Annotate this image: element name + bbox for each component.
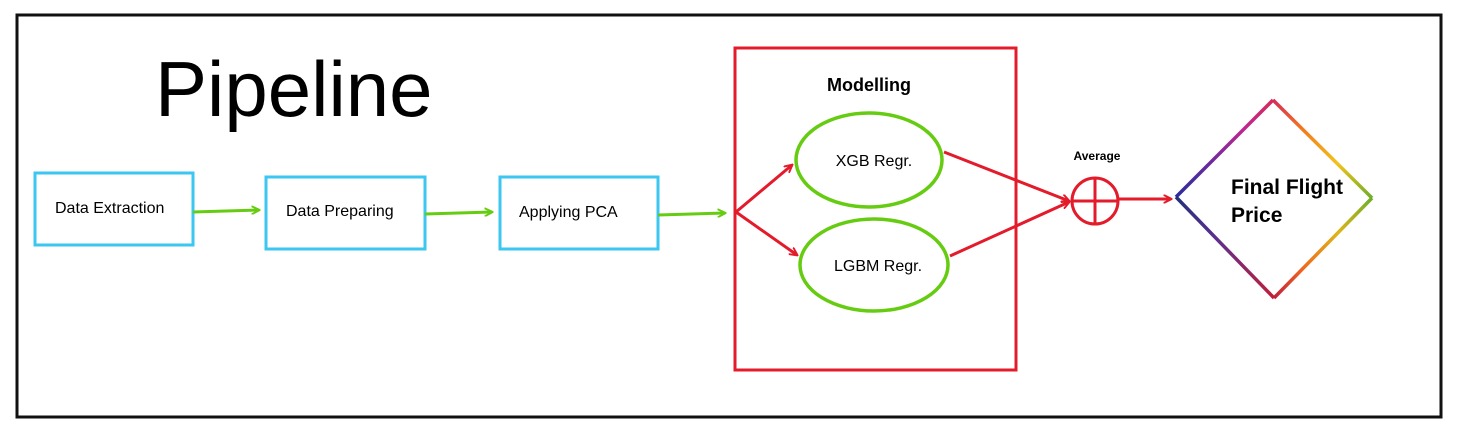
- modelling-group: Modelling XGB Regr. LGBM Regr.: [733, 46, 1018, 372]
- arrow-preparing-to-pca: [424, 212, 492, 214]
- output-label-line2: Price: [1231, 204, 1282, 227]
- output-diamond-edge-bottom-left: [1174, 195, 1276, 300]
- average-node: Average: [1070, 149, 1121, 226]
- output-diamond-group: Final Flight Price: [1174, 98, 1374, 300]
- step-applying-pca: Applying PCA: [498, 175, 660, 251]
- arrow-split-to-xgb: [735, 165, 792, 214]
- step-data-extraction-box: [33, 171, 195, 247]
- outer-frame: [15, 13, 1443, 419]
- step-applying-pca-label: Applying PCA: [519, 204, 618, 221]
- step-data-extraction: Data Extraction: [33, 171, 195, 247]
- output-diamond-edge-top-left: [1174, 98, 1275, 199]
- model-xgb-label: XGB Regr.: [836, 153, 912, 170]
- model-lgbm-label: LGBM Regr.: [834, 258, 922, 275]
- modelling-title: Modelling: [827, 75, 911, 95]
- output-label-line1: Final Flight: [1231, 176, 1343, 199]
- modelling-box: [733, 46, 1018, 372]
- arrow-lgbm-to-average: [949, 202, 1069, 258]
- average-label: Average: [1074, 149, 1121, 163]
- output-diamond-edge-bottom-right: [1272, 196, 1374, 300]
- arrow-split-to-lgbm: [735, 210, 797, 255]
- model-lgbm-ellipse: [798, 217, 950, 313]
- step-data-preparing-box: [264, 175, 427, 251]
- model-xgb-ellipse: [794, 111, 944, 209]
- diagram-title: Pipeline: [155, 45, 433, 133]
- step-applying-pca-box: [498, 175, 660, 251]
- step-data-extraction-label: Data Extraction: [55, 200, 164, 217]
- arrow-xgb-to-average: [943, 150, 1069, 201]
- output-diamond-edge-top-right: [1271, 98, 1374, 200]
- plus-icon: [1072, 178, 1118, 224]
- arrow-extraction-to-preparing: [192, 210, 259, 212]
- step-data-preparing: Data Preparing: [264, 175, 427, 251]
- arrow-pca-to-modelling: [657, 213, 725, 215]
- step-data-preparing-label: Data Preparing: [286, 203, 394, 220]
